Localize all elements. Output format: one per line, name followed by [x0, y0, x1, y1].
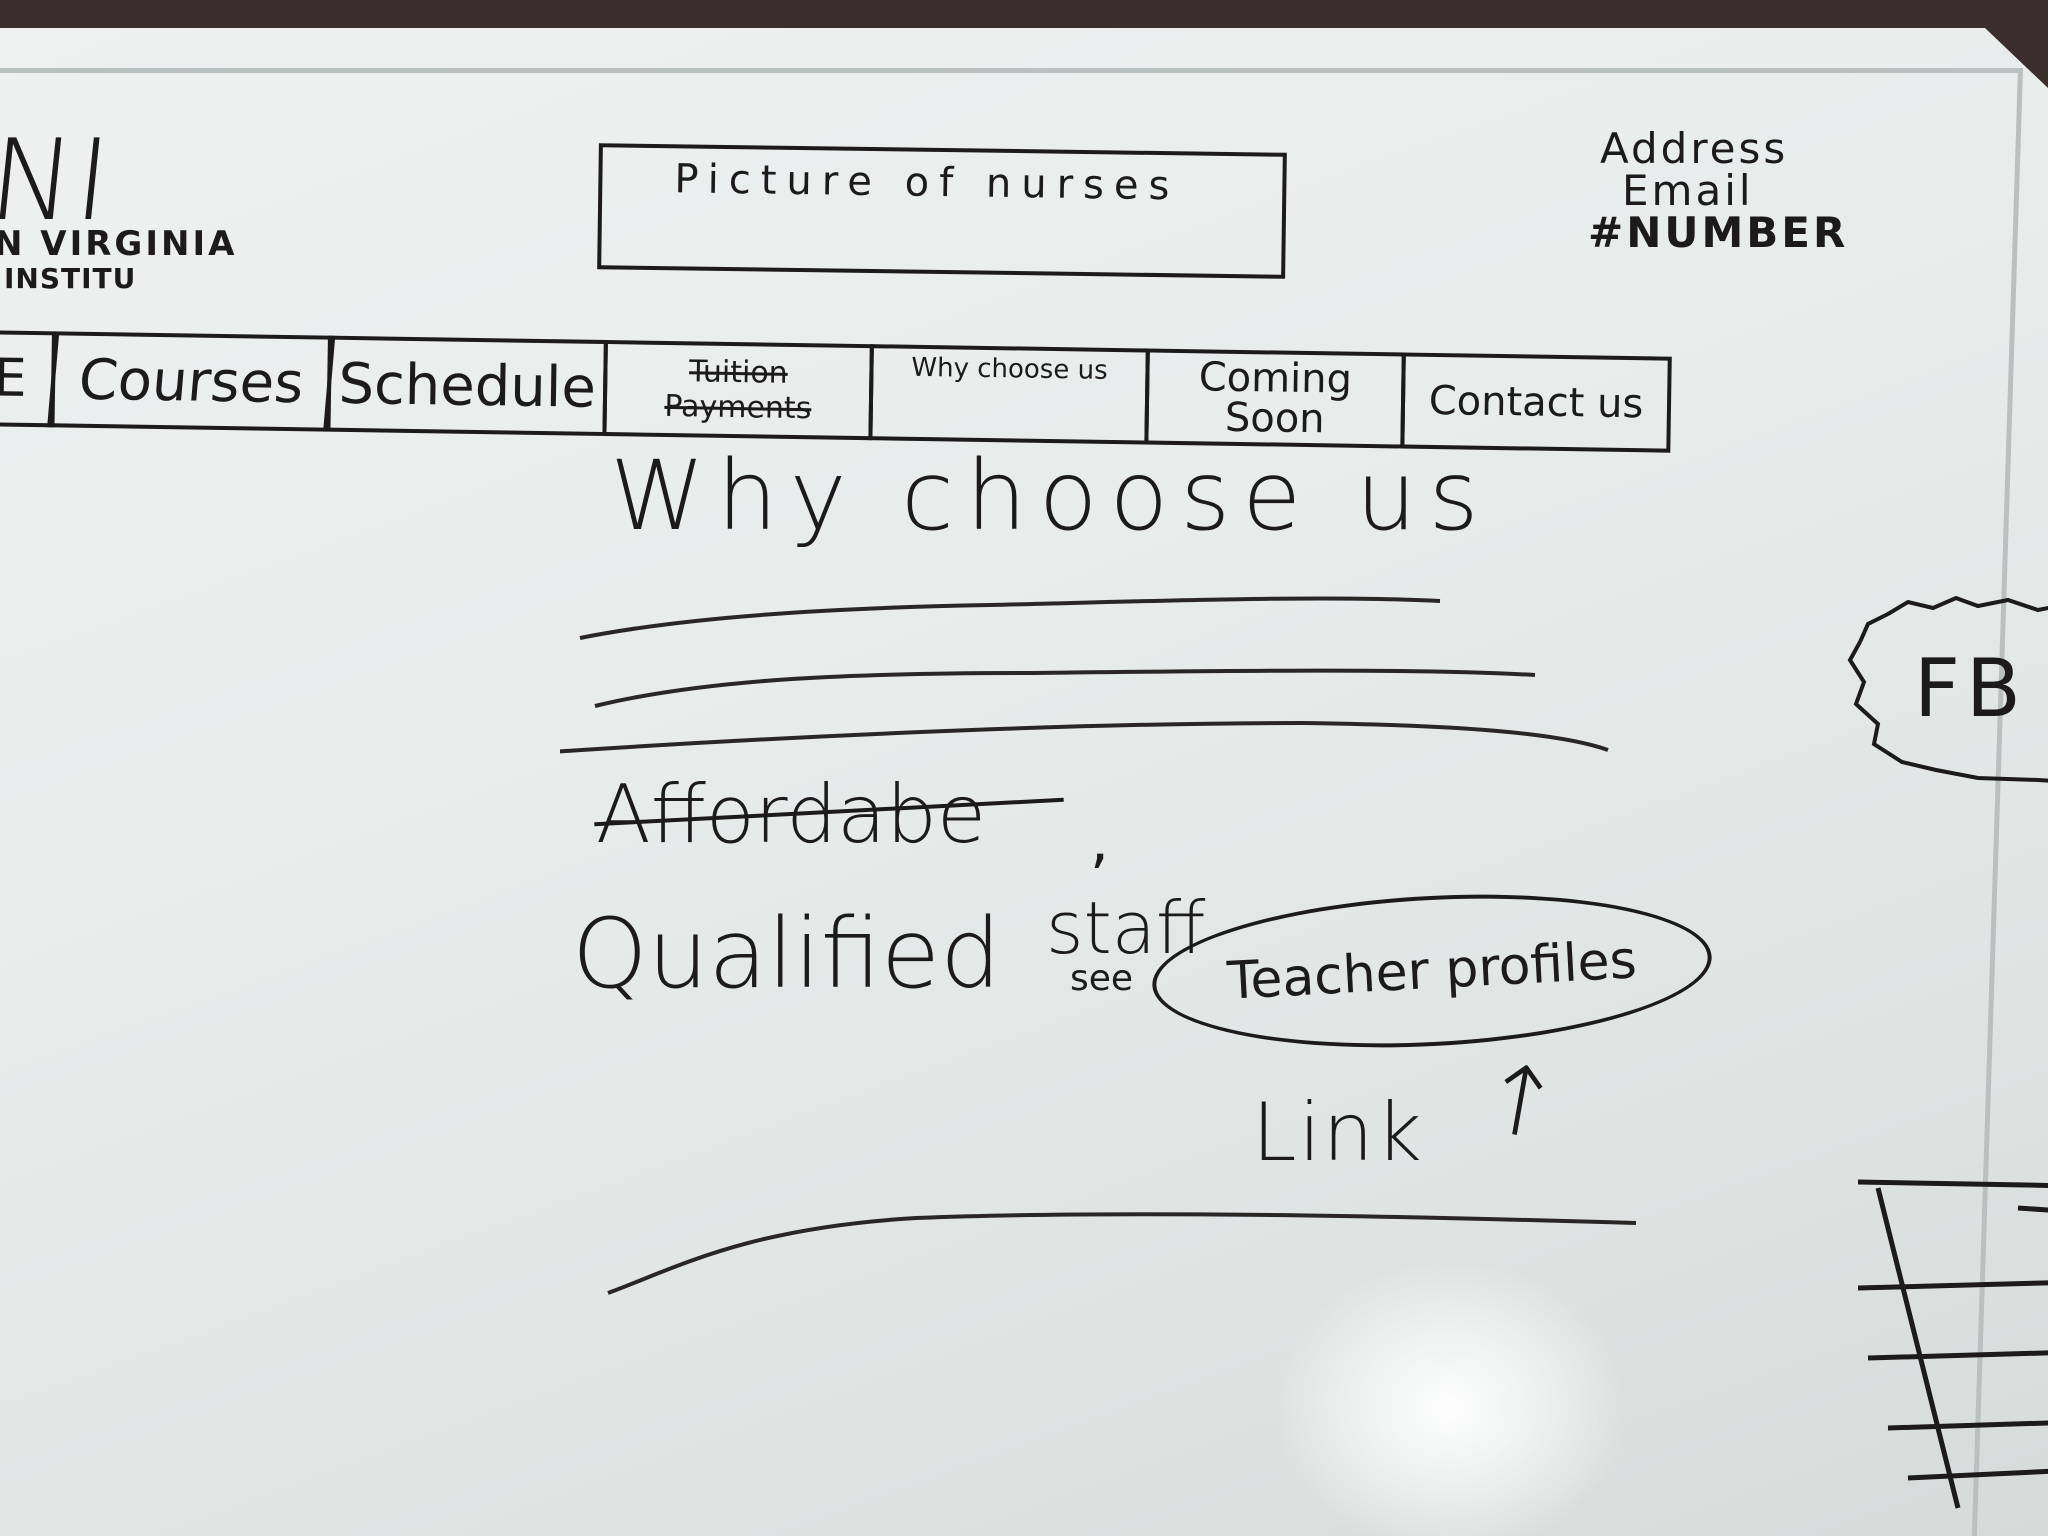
- tab-contact-label: Contact us: [1428, 377, 1644, 428]
- contact-address: Address: [1600, 124, 1789, 173]
- tab-schedule[interactable]: Schedule: [326, 335, 608, 437]
- hero-caption: Picture of nurses: [674, 156, 1180, 210]
- tab-courses-label: Courses: [76, 347, 307, 416]
- teacher-profiles-link[interactable]: Teacher profiles: [1148, 881, 1716, 1061]
- tab-coming-soon[interactable]: Coming Soon: [1144, 348, 1406, 449]
- side-list-sketch: [1858, 1179, 2048, 1509]
- tab-courses[interactable]: Courses: [47, 331, 336, 432]
- tab-why-label: Why choose us: [911, 352, 1108, 386]
- tab-tuition-payments[interactable]: Tuition Payments: [602, 339, 874, 441]
- tab-schedule-label: Schedule: [338, 351, 597, 421]
- tab-home-label: E: [0, 348, 28, 409]
- tab-why-choose-us[interactable]: Why choose us: [868, 344, 1150, 445]
- tab-payments-label: Payments: [664, 388, 812, 427]
- see-label: see: [1070, 958, 1134, 999]
- logo-subtitle: N VIRGINIA: [0, 224, 238, 264]
- tab-tuition-label: Tuition: [688, 354, 788, 391]
- reason-qualified: Qualified: [572, 898, 1002, 1010]
- nav-bar: E Courses Schedule Tuition Payments Why …: [0, 329, 1672, 457]
- tab-coming-label: Coming Soon: [1198, 354, 1353, 443]
- link-note: Link: [1252, 1086, 1424, 1179]
- comma-mark: ,: [1090, 806, 1110, 876]
- page-heading: Why choose us: [610, 440, 1491, 552]
- whiteboard: NI N VIRGINIA INSTITU Picture of nurses …: [0, 28, 2048, 1536]
- facebook-badge[interactable]: FB: [1838, 594, 2048, 784]
- reason-staff: staff: [1046, 886, 1206, 970]
- arrow-up-icon: ↑: [1470, 1039, 1570, 1165]
- contact-email: Email: [1622, 166, 1754, 215]
- badge-outline-icon: [1847, 595, 2048, 784]
- fb-label: FB: [1914, 642, 2027, 735]
- logo-subtitle-2: INSTITU: [4, 262, 137, 295]
- contact-info: Address Email #NUMBER: [1588, 124, 1848, 254]
- tab-contact-us[interactable]: Contact us: [1400, 352, 1672, 453]
- contact-number: #NUMBER: [1588, 208, 1849, 257]
- hero-image-placeholder: Picture of nurses: [597, 143, 1287, 279]
- placeholder-bottom-line: [607, 1212, 1637, 1295]
- placeholder-text-lines: [560, 596, 1609, 755]
- teacher-profiles-label: Teacher profiles: [1225, 930, 1639, 1012]
